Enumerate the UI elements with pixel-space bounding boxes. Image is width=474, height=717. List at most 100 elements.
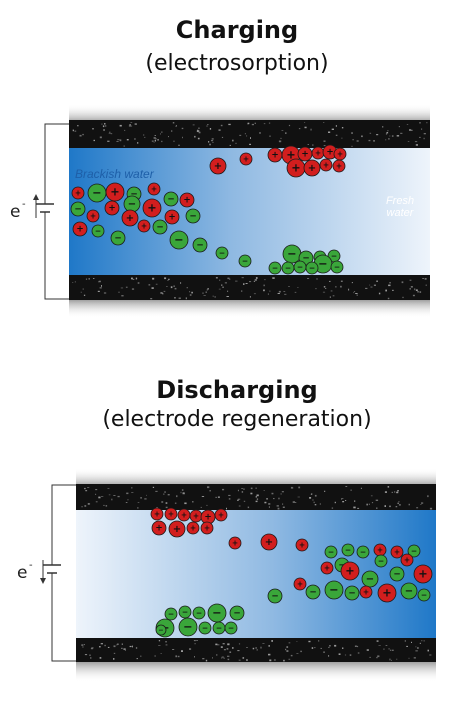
anion-ion: − bbox=[268, 261, 282, 275]
anion-ion: − bbox=[417, 588, 431, 602]
svg-text:−: − bbox=[405, 586, 413, 597]
anion-ion: − bbox=[70, 201, 86, 217]
svg-text:+: + bbox=[382, 586, 391, 599]
svg-text:+: + bbox=[141, 221, 147, 230]
anion-ion: − bbox=[327, 249, 341, 263]
svg-text:+: + bbox=[323, 160, 329, 169]
cation-ion: + bbox=[297, 146, 313, 162]
svg-text:−: − bbox=[183, 620, 192, 633]
svg-text:+: + bbox=[90, 211, 96, 220]
anion-ion: − bbox=[198, 621, 212, 635]
anion-ion: − bbox=[344, 585, 360, 601]
cation-ion: + bbox=[71, 186, 85, 200]
svg-text:−: − bbox=[287, 247, 296, 260]
cation-ion: + bbox=[293, 577, 307, 591]
svg-text:−: − bbox=[216, 623, 222, 632]
cation-ion: + bbox=[359, 585, 373, 599]
cation-ion: + bbox=[340, 561, 360, 581]
cation-ion: + bbox=[209, 157, 227, 175]
cation-ion: + bbox=[390, 545, 404, 559]
fresh-water-label-line1: Fresh bbox=[386, 195, 414, 207]
svg-text:−: − bbox=[285, 263, 291, 272]
svg-text:+: + bbox=[265, 537, 273, 548]
top-electrode-shadow bbox=[76, 468, 436, 486]
top-electrode-shadow bbox=[69, 104, 430, 122]
cation-ion: + bbox=[320, 561, 334, 575]
svg-text:+: + bbox=[151, 184, 157, 193]
cation-ion: + bbox=[332, 159, 346, 173]
svg-text:+: + bbox=[345, 564, 354, 577]
cation-ion: + bbox=[164, 209, 180, 225]
svg-text:+: + bbox=[315, 148, 321, 157]
fresh-water-label-line2: water bbox=[387, 207, 415, 219]
svg-text:−: − bbox=[393, 570, 400, 580]
svg-text:−: − bbox=[309, 263, 315, 272]
svg-text:+: + bbox=[337, 149, 343, 158]
anion-ion: − bbox=[178, 617, 198, 637]
bottom-electrode bbox=[69, 275, 430, 300]
charging-ions: +−+−+−++−+−+−+++−−++−+−−−−++++++++++−−−−… bbox=[70, 144, 347, 275]
svg-text:−: − bbox=[242, 256, 248, 265]
svg-text:−: − bbox=[302, 254, 309, 264]
cation-ion: + bbox=[400, 553, 414, 567]
anion-ion: − bbox=[110, 230, 126, 246]
cation-ion: + bbox=[377, 583, 397, 603]
svg-text:+: + bbox=[299, 540, 305, 549]
svg-text:+: + bbox=[377, 545, 383, 554]
anion-ion: − bbox=[238, 254, 252, 268]
cation-ion: + bbox=[186, 521, 200, 535]
anion-ion: − bbox=[87, 183, 107, 203]
electron-label: e bbox=[10, 202, 20, 222]
cation-ion: + bbox=[86, 209, 100, 223]
svg-text:−: − bbox=[329, 583, 338, 596]
cation-ion: + bbox=[189, 509, 203, 523]
anion-ion: − bbox=[400, 582, 418, 600]
svg-text:+: + bbox=[418, 567, 427, 580]
svg-text:−: − bbox=[182, 607, 188, 616]
cation-ion: + bbox=[311, 146, 325, 160]
svg-text:+: + bbox=[394, 547, 400, 556]
svg-text:+: + bbox=[108, 204, 115, 214]
cation-ion: + bbox=[179, 192, 195, 208]
svg-text:+: + bbox=[155, 524, 162, 534]
svg-text:−: − bbox=[219, 248, 225, 257]
svg-text:−: − bbox=[338, 561, 345, 571]
svg-text:−: − bbox=[272, 263, 278, 272]
external-circuit: e - bbox=[10, 123, 69, 300]
svg-text:+: + bbox=[181, 510, 187, 519]
svg-text:−: − bbox=[345, 545, 351, 554]
anion-ion: − bbox=[163, 191, 179, 207]
bottom-electrode-shadow bbox=[69, 300, 430, 318]
brackish-water-label: Brackish water bbox=[75, 167, 155, 181]
cation-ion: + bbox=[267, 147, 283, 163]
anion-ion: − bbox=[155, 624, 167, 636]
electron-arrow-head-down-icon bbox=[40, 578, 46, 584]
svg-text:−: − bbox=[233, 609, 240, 619]
anion-ion: − bbox=[164, 607, 178, 621]
cation-ion: + bbox=[72, 221, 88, 237]
cation-ion: + bbox=[319, 158, 333, 172]
svg-text:+: + bbox=[308, 163, 316, 174]
top-electrode-texture bbox=[72, 122, 428, 147]
cation-ion: + bbox=[142, 198, 162, 218]
cation-ion: + bbox=[164, 507, 178, 521]
anion-ion: − bbox=[192, 237, 208, 253]
anion-ion: − bbox=[178, 605, 192, 619]
svg-text:+: + bbox=[324, 563, 330, 572]
cation-ion: + bbox=[413, 564, 433, 584]
svg-text:−: − bbox=[297, 262, 303, 271]
anion-ion: − bbox=[356, 545, 370, 559]
svg-text:+: + bbox=[291, 161, 300, 174]
svg-text:+: + bbox=[301, 150, 308, 160]
cation-ion: + bbox=[333, 147, 347, 161]
anion-ion: − bbox=[185, 208, 201, 224]
cation-ion: + bbox=[260, 533, 278, 551]
cation-ion: + bbox=[214, 508, 228, 522]
svg-text:−: − bbox=[92, 186, 101, 199]
cation-ion: + bbox=[151, 520, 167, 536]
top-electrode bbox=[69, 120, 430, 148]
svg-text:+: + bbox=[214, 161, 222, 172]
electron-arrow-head-up-icon bbox=[33, 194, 39, 200]
anion-ion: − bbox=[282, 244, 302, 264]
bottom-electrode-shadow bbox=[76, 662, 436, 682]
